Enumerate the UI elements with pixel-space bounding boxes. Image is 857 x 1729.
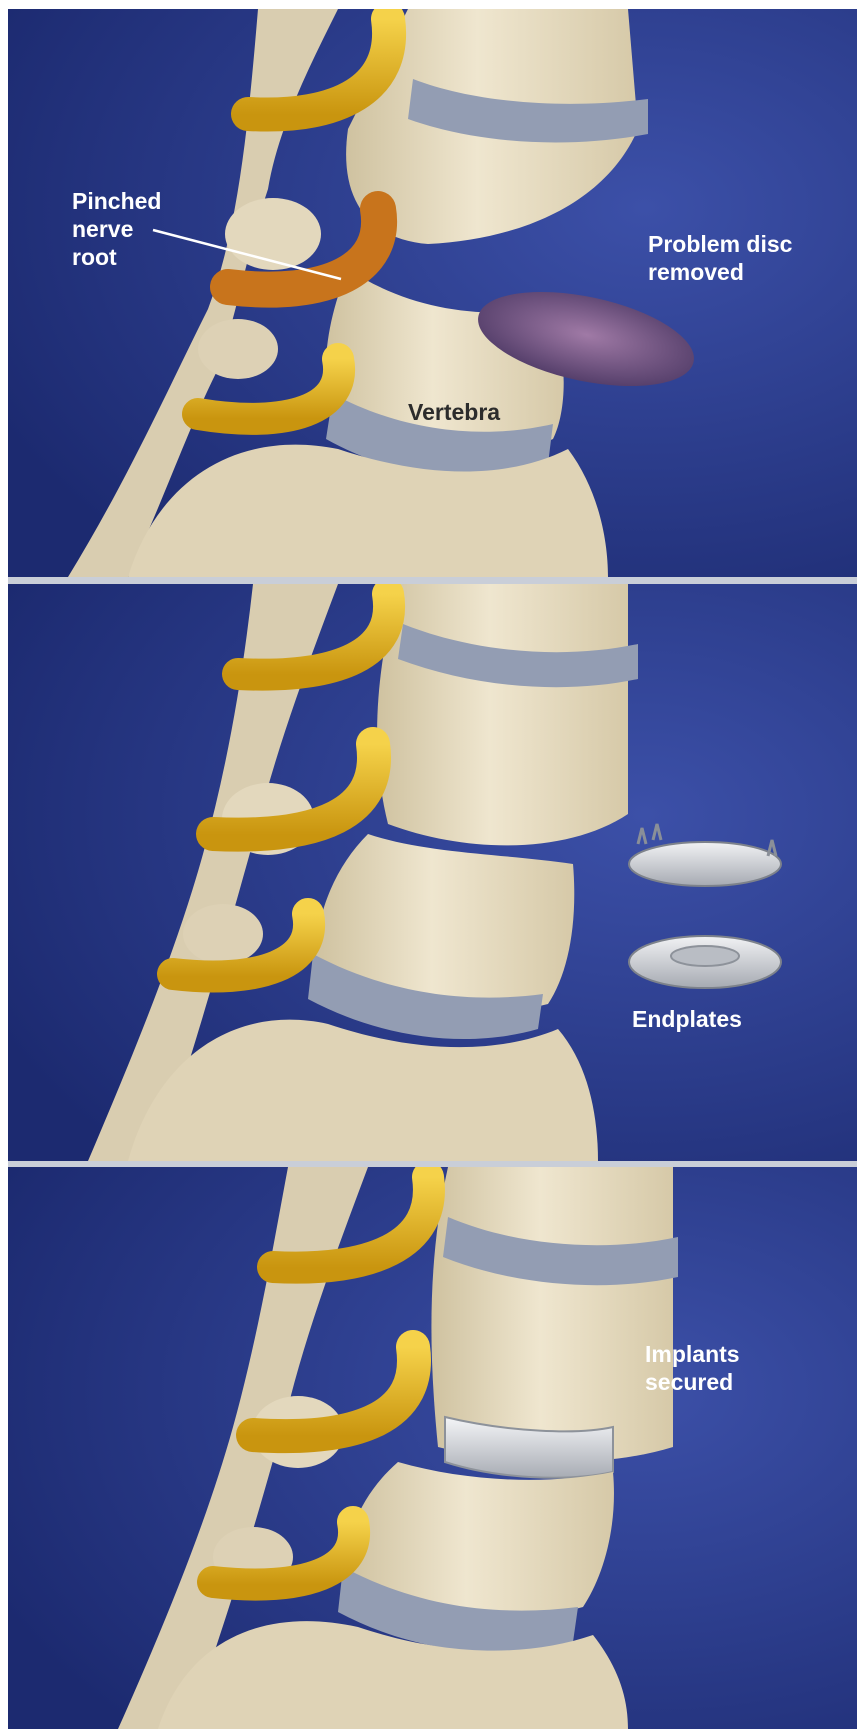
panel-step-3: Implants secured [8, 1167, 857, 1729]
panel-step-1: Pinched nerve root Problem disc removed … [8, 9, 857, 577]
upper-vertebra [431, 1167, 673, 1462]
spine-illustration-1 [8, 9, 857, 577]
label-problem-disc-removed: Problem disc removed [648, 230, 792, 286]
spine-illustration-2 [8, 584, 857, 1161]
upper-vertebra [377, 584, 628, 845]
panel-step-2: Endplates [8, 584, 857, 1161]
endplate-upper [629, 842, 781, 886]
label-pinched-nerve-root: Pinched nerve root [72, 187, 161, 271]
label-implants-secured: Implants secured [645, 1340, 740, 1396]
spine-illustration-3 [8, 1167, 857, 1729]
label-vertebra: Vertebra [408, 398, 500, 426]
panel-divider [8, 577, 857, 584]
label-endplates: Endplates [632, 1005, 742, 1033]
